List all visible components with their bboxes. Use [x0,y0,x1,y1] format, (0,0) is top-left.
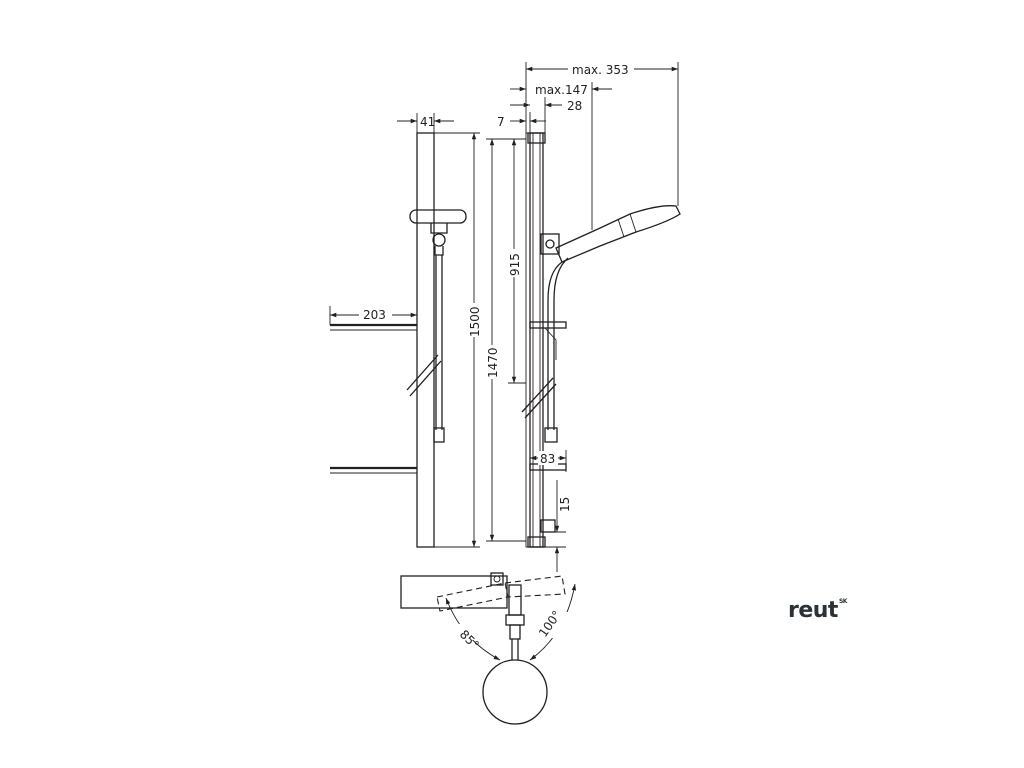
slider-holder [540,233,560,255]
dim-max-353-label: max. 353 [572,63,629,77]
dimension-83: 83 [530,450,567,472]
dimension-max-353: max. 353 [525,62,679,206]
brand-name: reut [788,598,838,623]
dimension-915: 915 [506,139,526,384]
side-upper-shelf [529,321,567,329]
dimension-41: 41 [397,113,454,133]
dimension-203: 203 [329,306,417,325]
side-rail [529,132,544,548]
front-shower-head [409,209,467,224]
brand-suffix: SK [838,597,847,605]
dimension-7: 7 [497,112,546,133]
dimension-1500: 1500 [434,132,482,548]
dim-203-label: 203 [363,308,386,322]
dim-1470-label: 1470 [486,347,500,378]
dimension-max-147: max.147 [510,82,612,230]
dim-915-label: 915 [508,253,522,276]
top-view: 85° 100° [400,572,577,725]
side-view [521,132,681,548]
dim-15-label: 15 [558,497,572,512]
front-view [330,132,467,548]
dimension-1470: 1470 [484,138,526,542]
dim-83-label: 83 [540,452,555,466]
side-hose [547,261,563,430]
side-hand-shower [555,205,681,263]
dim-28-label: 28 [567,99,582,113]
top-round-head [482,659,548,725]
front-rail [416,132,435,548]
dim-7-label: 7 [497,115,505,129]
dim-1500-label: 1500 [468,306,482,337]
dim-max-147-label: max.147 [535,83,588,97]
dimension-28: 28 [510,97,582,133]
dim-41-label: 41 [420,115,435,129]
dimension-15: 15 [545,480,572,572]
brand-logo: reutSK [788,598,847,623]
